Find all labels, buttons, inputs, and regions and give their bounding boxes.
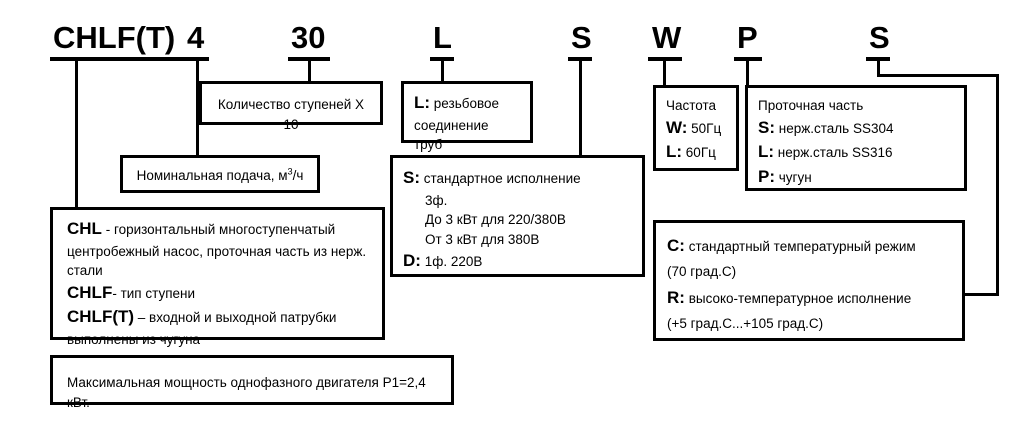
box-connection-line2: соединение труб: [414, 117, 489, 153]
box-material-s-line: S: нерж.сталь SS304: [758, 116, 954, 141]
box-electrical-d-desc: 1ф. 220В: [420, 254, 483, 270]
connector-temperature-stub: [877, 57, 880, 74]
box-max-power-text: Максимальная мощность однофазного двигат…: [67, 375, 426, 410]
box-temperature-c-line: C: стандартный температурный режим: [667, 232, 952, 261]
box-model-code-chlf: CHLF: [67, 282, 113, 302]
box-electrical-s-line: S: стандартное исполнение: [403, 166, 632, 191]
box-electrical-s-line4: От 3 кВт для 380В: [425, 231, 540, 247]
box-material-p-line: P: чугун: [758, 165, 954, 190]
box-electrical: S: стандартное исполнение 3ф. До 3 кВт д…: [390, 155, 645, 277]
box-model: CHL - горизонтальный многоступенчатый це…: [50, 207, 385, 347]
box-frequency-code-w: W:: [666, 117, 688, 137]
box-flow-superscript: 3: [287, 166, 293, 177]
connector-material: [746, 57, 749, 85]
box-temperature-code-r: R:: [667, 287, 685, 307]
connector-temperature-horizontal-top: [877, 74, 999, 77]
box-material-code-s: S:: [758, 117, 775, 137]
connector-electrical: [579, 57, 582, 156]
box-flow-text-after: /ч: [292, 168, 304, 183]
box-model-chlft-line2: выполнены из чугуна: [67, 332, 201, 348]
connector-frequency: [663, 57, 666, 85]
box-max-power: Максимальная мощность однофазного двигат…: [50, 355, 454, 410]
box-stages: Количество ступеней X 10: [199, 81, 383, 132]
box-material-l-desc: нерж.сталь SS316: [774, 145, 893, 161]
box-temperature-c-range: (70 град.С): [667, 263, 737, 279]
box-temperature: C: стандартный температурный режим (70 г…: [653, 220, 965, 341]
box-model-chl-line3: стали: [67, 263, 103, 279]
box-electrical-s-line2: 3ф.: [425, 192, 448, 208]
box-flow: Номинальная подача, м3/ч: [120, 155, 320, 193]
box-electrical-s-desc: стандартное исполнение: [420, 171, 581, 186]
box-connection-desc: резьбовое: [430, 96, 500, 111]
code-segment-temperature: S: [869, 20, 890, 55]
box-model-chl-desc: - горизонтальный многоступенчатый: [101, 222, 336, 237]
box-model-chl-line2: центробежный насос, проточная часть из н…: [67, 243, 367, 259]
box-stages-text: Количество ступеней X 10: [217, 97, 365, 132]
box-electrical-s-line3: До 3 кВт для 220/380В: [425, 212, 566, 228]
box-frequency-l-line: L: 60Гц: [666, 140, 726, 165]
box-frequency-header: Частота: [666, 98, 717, 113]
code-segment-material: P: [737, 20, 758, 55]
box-material-s-desc: нерж.сталь SS304: [775, 120, 894, 136]
connector-stages: [308, 57, 311, 81]
box-electrical-text: S: стандартное исполнение 3ф. До 3 кВт д…: [393, 158, 642, 280]
code-segment-model: CHLF(T): [53, 20, 176, 55]
box-electrical-d-line: D: 1ф. 220В: [403, 249, 632, 274]
box-frequency-text: Частота W: 50Гц L: 60Гц: [656, 88, 736, 171]
connector-connection: [441, 57, 444, 81]
connector-temperature-vertical: [996, 74, 999, 296]
box-model-chlft-desc: – входной и выходной патрубки: [134, 310, 337, 326]
box-model-chl-line: CHL - горизонтальный многоступенчатый: [67, 217, 372, 242]
box-frequency: Частота W: 50Гц L: 60Гц: [653, 85, 739, 171]
code-segment-frequency: W: [652, 20, 682, 55]
box-electrical-code-d: D:: [403, 251, 421, 271]
code-underline-model: [50, 57, 188, 61]
box-frequency-l-desc: 60Гц: [682, 145, 716, 161]
box-temperature-r-range: (+5 град.С...+105 град.С): [667, 315, 824, 331]
connector-flow: [196, 57, 199, 155]
code-segment-stages: 30: [291, 20, 326, 55]
box-material-code-l: L:: [758, 142, 775, 162]
box-material-header: Проточная часть: [758, 98, 864, 113]
box-model-chlf-desc: - тип ступени: [112, 285, 196, 301]
box-flow-text-before: Номинальная подача, м: [136, 168, 288, 183]
box-material-text: Проточная часть S: нерж.сталь SS304 L: н…: [748, 88, 964, 195]
box-electrical-code-s: S:: [403, 168, 420, 187]
box-model-chlft-line: CHLF(T) – входной и выходной патрубки: [67, 305, 372, 330]
box-frequency-w-desc: 50Гц: [687, 120, 722, 136]
box-connection-text: L: резьбовое соединение труб: [404, 84, 530, 161]
box-frequency-w-line: W: 50Гц: [666, 116, 726, 141]
box-temperature-r-desc: высоко-температурное исполнение: [684, 290, 912, 306]
box-material: Проточная часть S: нерж.сталь SS304 L: н…: [745, 85, 967, 191]
box-connection-line1: L: резьбовое: [414, 91, 520, 116]
box-material-l-line: L: нерж.сталь SS316: [758, 140, 954, 165]
box-temperature-c-desc: стандартный температурный режим: [684, 239, 916, 254]
box-material-p-desc: чугун: [775, 169, 812, 185]
box-connection-code: L:: [414, 93, 431, 112]
code-segment-flow: 4: [187, 20, 205, 55]
code-segment-connection: L: [433, 20, 452, 55]
code-segment-electrical: S: [571, 20, 592, 55]
box-connection: L: резьбовое соединение труб: [401, 81, 533, 152]
connector-temperature-horizontal-bottom: [964, 293, 999, 296]
box-model-chlf-line: CHLF- тип ступени: [67, 281, 372, 306]
box-material-code-p: P:: [758, 166, 775, 186]
connector-model: [75, 57, 78, 209]
box-temperature-code-c: C:: [667, 236, 685, 255]
box-model-code-chlft: CHLF(T): [67, 307, 135, 327]
box-temperature-text: C: стандартный температурный режим (70 г…: [656, 223, 962, 342]
box-model-text: CHL - горизонтальный многоступенчатый це…: [53, 210, 382, 356]
box-temperature-r-line: R: высоко-температурное исполнение: [667, 284, 952, 313]
box-frequency-code-l: L:: [666, 142, 683, 162]
box-flow-text: Номинальная подача, м3/ч: [123, 158, 317, 192]
box-model-code-chl: CHL: [67, 219, 102, 238]
